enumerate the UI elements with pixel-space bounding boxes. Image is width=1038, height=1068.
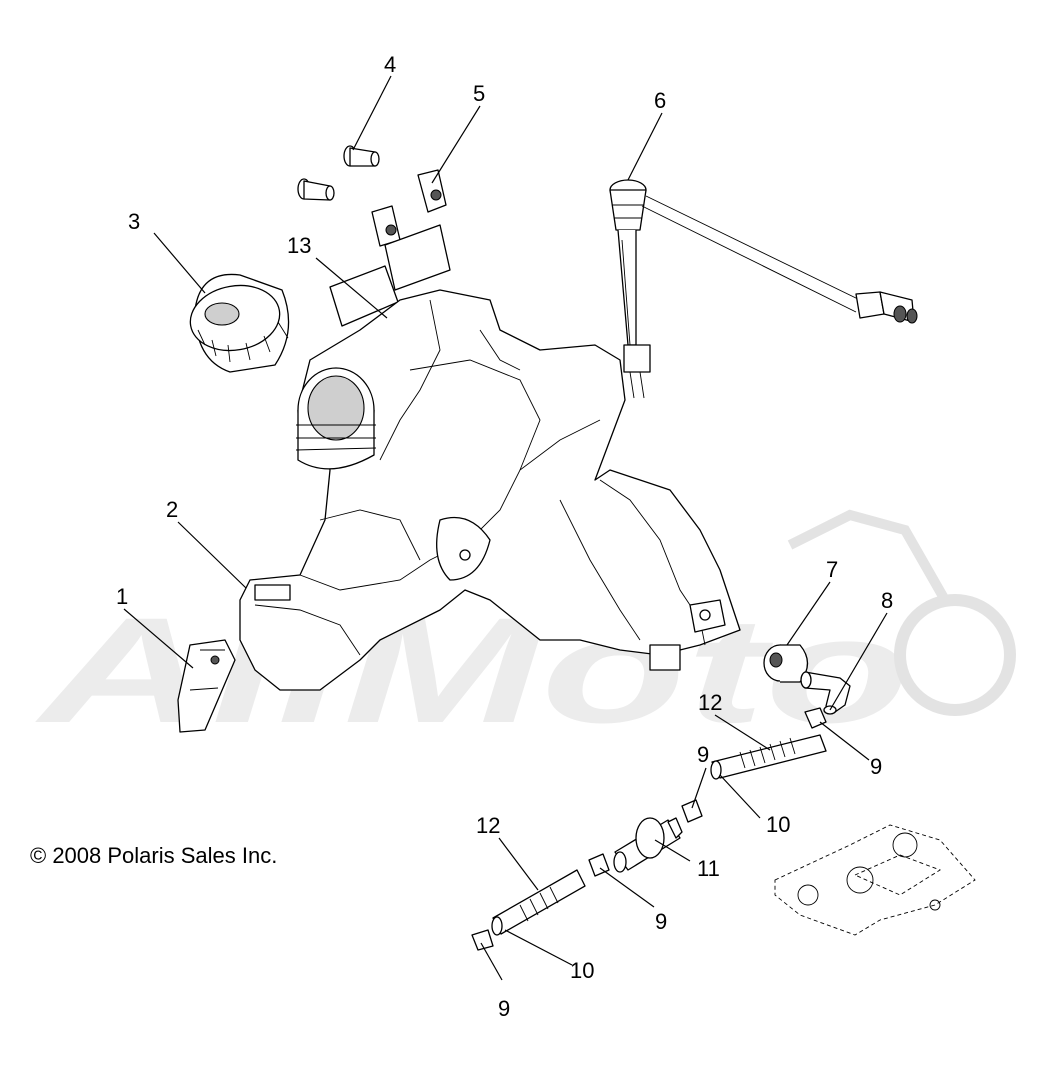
callout-8: 8 <box>881 588 893 613</box>
strap-clip-part <box>177 639 236 733</box>
callout-9-mid: 9 <box>655 909 667 934</box>
callout-9-upper-left: 9 <box>697 742 709 767</box>
callout-1: 1 <box>116 584 128 609</box>
callout-3: 3 <box>128 209 140 234</box>
callout-6: 6 <box>654 88 666 113</box>
callout-10-upper: 10 <box>766 812 790 837</box>
callout-4: 4 <box>384 52 396 77</box>
fuel-line-upper-part <box>613 707 827 873</box>
callout-9-bottom: 9 <box>498 996 510 1021</box>
callout-9-upper-right: 9 <box>870 754 882 779</box>
callout-10-lower: 10 <box>570 958 594 983</box>
fuel-line-lower-part <box>471 853 610 951</box>
copyright-notice: © 2008 Polaris Sales Inc. <box>30 843 278 868</box>
grommet-part <box>763 644 809 683</box>
fuel-tank-part <box>239 224 741 691</box>
mount-bracket-part <box>774 824 976 936</box>
callout-11: 11 <box>697 856 720 881</box>
watermark-wheel <box>894 594 1016 716</box>
callout-labels: 4 5 6 3 13 2 1 7 8 12 9 9 10 11 12 9 10 … <box>116 52 893 1021</box>
callout-12-upper: 12 <box>698 690 722 715</box>
screw-part <box>297 145 380 201</box>
leader-lines <box>123 75 888 981</box>
fuel-level-sender-part <box>609 179 918 399</box>
callout-13: 13 <box>287 233 311 258</box>
watermark-moto-frame <box>787 509 950 603</box>
callout-7: 7 <box>826 557 838 582</box>
callout-12-lower: 12 <box>476 813 500 838</box>
clip-nut-part <box>371 169 447 247</box>
callout-5: 5 <box>473 81 485 106</box>
fuel-cap-part <box>189 273 290 373</box>
callout-2: 2 <box>166 497 178 522</box>
